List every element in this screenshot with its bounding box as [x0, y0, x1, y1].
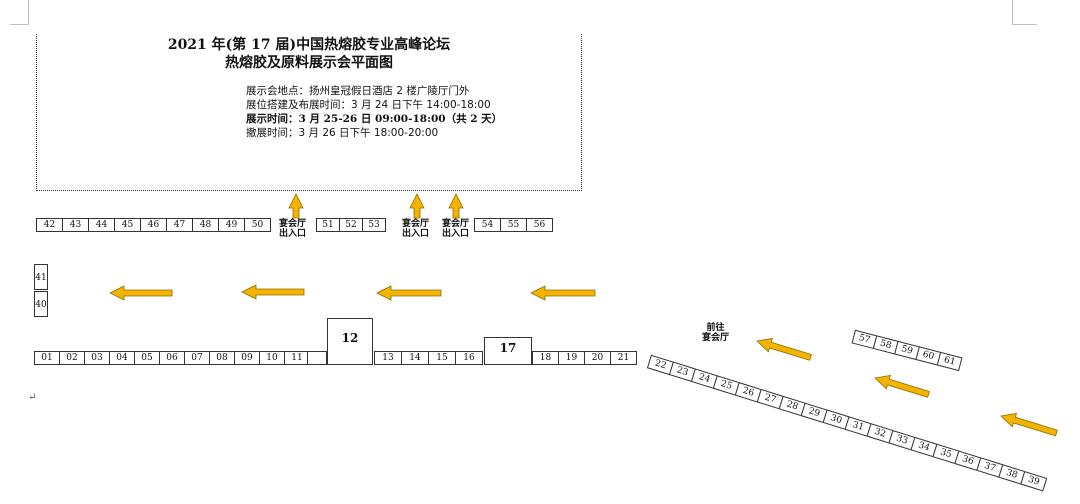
arrow-icon — [109, 285, 173, 301]
booth-55: 55 — [500, 218, 527, 232]
arrow-icon — [530, 285, 596, 301]
arrow-icon — [409, 193, 425, 219]
info-venue: 展示会地点：扬州皇冠假日酒店 2 楼广陵厅门外 — [246, 85, 470, 97]
arrow-icon — [1000, 412, 1058, 437]
exhibition-hall-outline: 2021 年(第 17 届)中国热熔胶专业高峰论坛 热熔胶及原料展示会平面图 展… — [36, 34, 582, 191]
page-corner-top-right — [1012, 0, 1037, 25]
booth-07: 07 — [184, 351, 210, 365]
page-corner-top-left — [10, 0, 29, 25]
banquet-exit-label-2: 宴会厅出入口 — [402, 219, 430, 239]
booth-40: 40 — [34, 291, 48, 317]
booth-53: 53 — [362, 218, 386, 232]
booth-17: 17 — [484, 337, 532, 365]
arrow-icon — [874, 374, 930, 398]
info-setup-time: 展位搭建及布展时间：3 月 24 日下午 14:00-18:00 — [246, 99, 491, 111]
arrow-icon — [288, 193, 304, 219]
booth-14: 14 — [401, 351, 429, 365]
info-exhibit-time: 展示时间：3 月 25-26 日 09:00-18:00（共 2 天） — [246, 113, 503, 125]
booth-13: 13 — [374, 351, 402, 365]
arrow-icon — [756, 337, 812, 361]
booth-41: 41 — [34, 264, 48, 290]
banquet-exit-label-1: 宴会厅出入口 — [279, 219, 307, 239]
plan-title-line-2: 热熔胶及原料展示会平面图 — [225, 55, 393, 71]
booth-gap — [307, 351, 327, 365]
toward-banquet-label: 前往宴会厅 — [702, 323, 730, 343]
booth-20: 20 — [584, 351, 611, 365]
booth-12: 12 — [327, 318, 373, 365]
booth-16: 16 — [455, 351, 483, 365]
arrow-icon — [448, 193, 464, 219]
booth-56: 56 — [526, 218, 553, 232]
paragraph-mark-icon: ↵ — [28, 392, 37, 403]
booth-21: 21 — [610, 351, 637, 365]
booth-46: 46 — [140, 218, 167, 232]
booth-50: 50 — [244, 218, 271, 232]
banquet-exit-label-3: 宴会厅出入口 — [442, 219, 470, 239]
info-teardown-time: 撤展时间：3 月 26 日下午 18:00-20:00 — [246, 127, 439, 139]
arrow-icon — [376, 285, 442, 301]
plan-title-line-1: 2021 年(第 17 届)中国热熔胶专业高峰论坛 — [167, 37, 451, 53]
arrow-icon — [241, 284, 305, 300]
